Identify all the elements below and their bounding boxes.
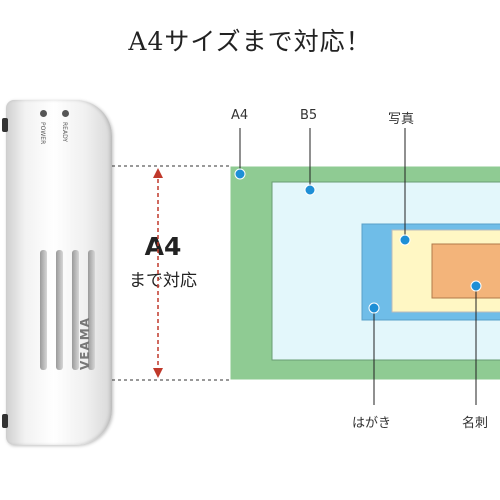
marker-dot-photo — [399, 234, 411, 246]
dimension-main: A4 — [144, 232, 182, 261]
side-knob-icon — [2, 118, 8, 132]
paper-business-card — [431, 243, 500, 299]
laminator-device: POWER READY VEAMA — [2, 100, 112, 445]
marker-dot-postcard — [368, 302, 380, 314]
vent-slot — [56, 250, 63, 370]
marker-dot-a4 — [234, 168, 246, 180]
vent-slot — [88, 250, 95, 370]
vent-slot — [72, 250, 79, 370]
label-photo: 写真 — [388, 112, 415, 127]
label-b5: B5 — [300, 108, 318, 123]
power-indicator-icon — [40, 110, 47, 117]
arrow-down-icon — [153, 368, 163, 378]
side-knob-icon — [2, 414, 8, 428]
dimension-sub: まで対応 — [129, 271, 197, 291]
label-a4: A4 — [231, 108, 249, 123]
label-postcard: はがき — [352, 416, 392, 431]
ready-indicator-icon — [62, 110, 69, 117]
label-business-card: 名刺 — [462, 416, 489, 431]
vent-slot — [40, 250, 47, 370]
marker-dot-b5 — [304, 184, 316, 196]
marker-dot-business-card — [470, 280, 482, 292]
arrow-up-icon — [153, 168, 163, 178]
headline: A4サイズまで対応！ — [128, 27, 372, 56]
